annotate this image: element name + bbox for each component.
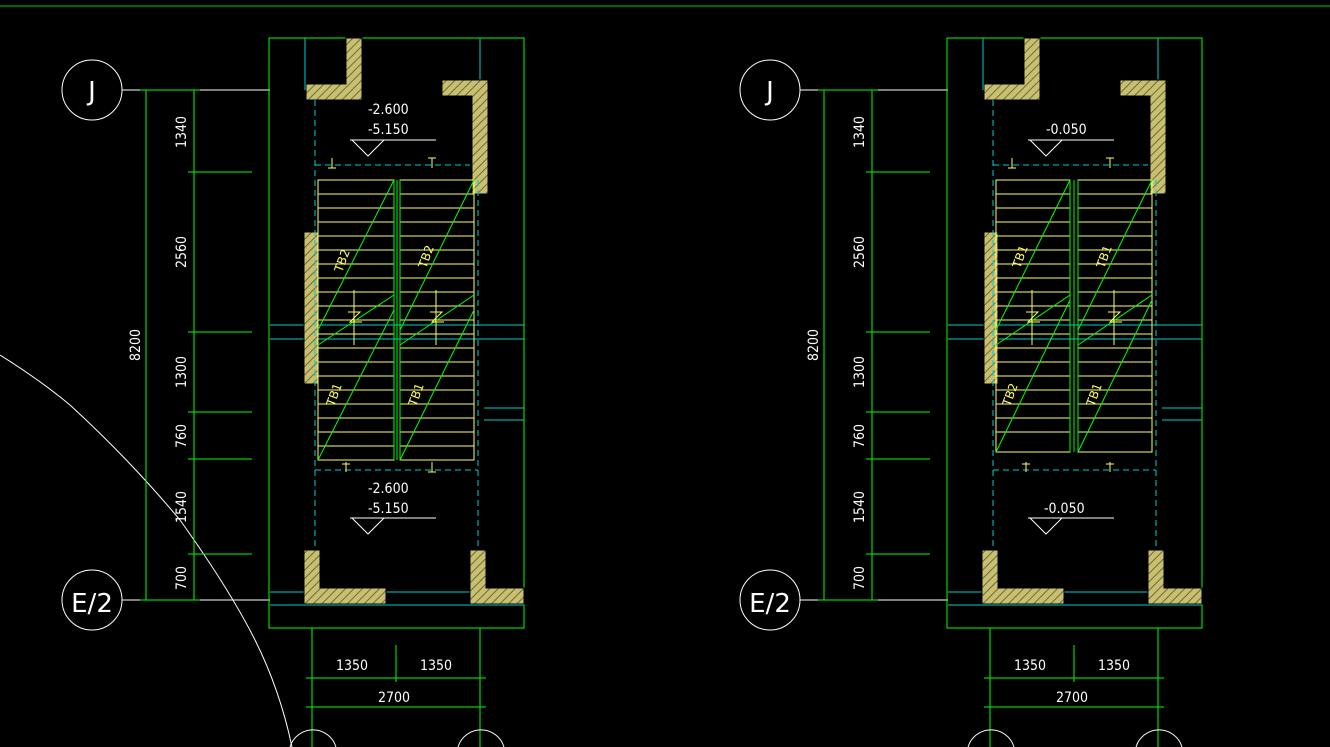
- flight-label-upper-right: TB1: [1093, 243, 1114, 271]
- dim-h-1: 1350: [1014, 658, 1046, 674]
- dim-v-2: 2560: [174, 236, 190, 268]
- flight-label-lower-right: TB1: [1083, 381, 1104, 409]
- axis-label-top: J: [764, 77, 774, 107]
- dim-v-4: 760: [852, 424, 868, 448]
- level-mark-top: -0.050: [1028, 122, 1114, 157]
- dim-total: 8200: [128, 329, 144, 361]
- flight-label-upper-right: TB2: [415, 243, 436, 271]
- flight-label-lower-left: TB2: [999, 381, 1020, 409]
- axis-label-bottom: E/2: [71, 589, 113, 619]
- dim-h-total: 2700: [1056, 690, 1088, 706]
- vertical-dimensions: [140, 89, 252, 601]
- dim-total: 8200: [806, 329, 822, 361]
- dim-h-1: 1350: [336, 658, 368, 674]
- level-bottom-1: -2.600: [368, 481, 409, 497]
- flight-label-upper-left: TB2: [331, 247, 352, 275]
- dim-h-2: 1350: [1098, 658, 1130, 674]
- level-mark-top: -2.600 -5.150: [350, 102, 436, 157]
- flight-label-lower-right: TB1: [405, 381, 426, 409]
- stair-plan-2: J E/2 8200 1340 2560 1300 760 1540 700: [739, 37, 1203, 747]
- stair-flight-left: [317, 179, 395, 461]
- run-diagonals: [317, 179, 475, 461]
- dim-v-2: 2560: [852, 236, 868, 268]
- dim-v-6: 700: [174, 566, 190, 590]
- dim-v-1: 1340: [174, 116, 190, 148]
- run-diagonals: [995, 179, 1153, 453]
- horizontal-dimensions: [306, 628, 486, 747]
- site-boundary-curve: [0, 354, 293, 747]
- axis-bubble-partial-2: [1135, 729, 1183, 747]
- level-top-2: -5.150: [368, 122, 409, 138]
- walls: [981, 37, 1203, 605]
- stair-flight-left: [995, 179, 1071, 453]
- direction-arrows: [1008, 157, 1122, 472]
- dim-v-1: 1340: [852, 116, 868, 148]
- level-top-1: -2.600: [368, 102, 409, 118]
- dashed-lines: [992, 100, 1157, 550]
- stair-plan-1: J E/2 8200 1340 2560 1300 760 1540 700: [61, 37, 525, 747]
- axis-label-top: J: [86, 77, 96, 107]
- level-bottom-2: -5.150: [368, 501, 409, 517]
- stair-outline: [268, 37, 525, 629]
- stair-flight-right: [1077, 179, 1153, 453]
- level-bottom-1: -0.050: [1044, 501, 1085, 517]
- axis-label-bottom: E/2: [749, 589, 791, 619]
- dim-h-total: 2700: [378, 690, 410, 706]
- dashed-lines: [314, 100, 479, 550]
- axis-bubble-partial-1: [967, 729, 1015, 747]
- stair-well: [393, 180, 401, 460]
- dim-v-3: 1300: [852, 356, 868, 388]
- stair-well: [1069, 180, 1079, 452]
- dim-v-3: 1300: [174, 356, 190, 388]
- level-top-1: -0.050: [1046, 122, 1087, 138]
- dim-v-4: 760: [174, 424, 190, 448]
- dim-h-2: 1350: [420, 658, 452, 674]
- dim-v-5: 1540: [174, 491, 190, 523]
- walls: [303, 37, 525, 605]
- stair-outline: [946, 37, 1203, 629]
- level-mark-bottom: -0.050: [1028, 501, 1114, 535]
- axis-bubble-partial-2: [457, 729, 505, 747]
- dim-v-6: 700: [852, 566, 868, 590]
- dim-v-5: 1540: [852, 491, 868, 523]
- vertical-dimensions: [818, 89, 930, 601]
- flight-label-lower-left: TB1: [323, 381, 344, 409]
- horizontal-dimensions: [984, 628, 1164, 747]
- level-mark-bottom: -2.600 -5.150: [350, 481, 436, 535]
- direction-arrows: [328, 157, 444, 473]
- axis-bubble-partial-1: [289, 729, 337, 747]
